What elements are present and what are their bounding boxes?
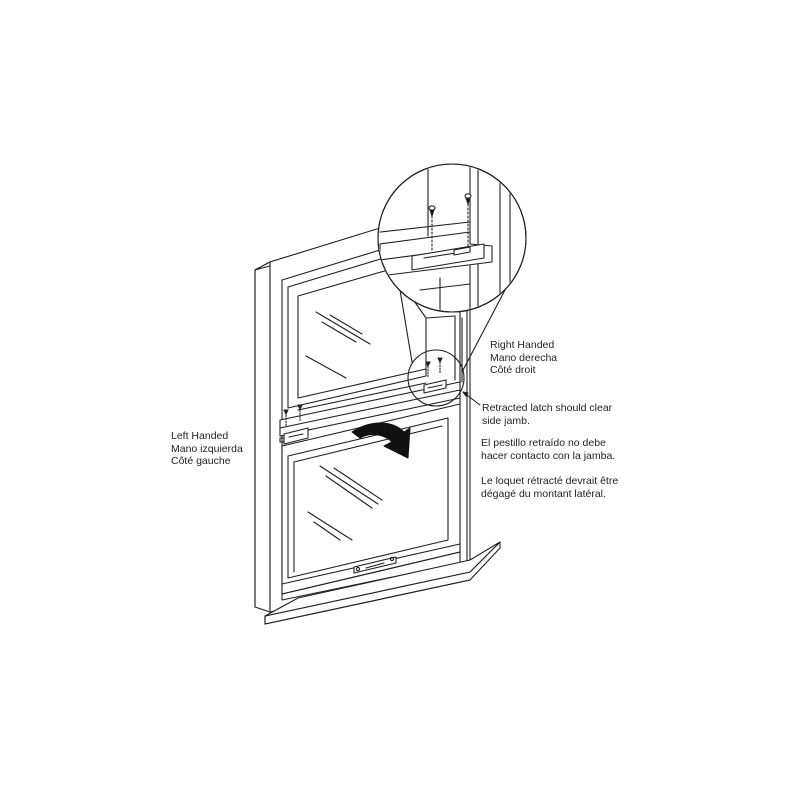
sash-lock-icon: [353, 556, 397, 574]
right-latch: [423, 357, 447, 394]
right-handed-en: Right Handed: [490, 339, 555, 351]
note-fr-line-2: dégagé du montant latéral.: [481, 487, 606, 500]
upper-sash: [287, 257, 463, 409]
note-spanish: El pestillo retraído no debe hacer conta…: [481, 437, 615, 462]
note-es-line-2: hacer contacto con la jamba.: [481, 449, 616, 462]
left-handed-es: Mano izquierda: [171, 442, 243, 455]
tilt-arrow-icon: [351, 422, 411, 459]
note-french: Le loquet rétracté devrait être dégagé d…: [481, 475, 618, 500]
screw-icon: [283, 404, 303, 415]
meeting-rail: [279, 381, 461, 437]
note-fr-line-1: Le loquet rétracté devrait être: [481, 475, 619, 487]
callout-connector: [461, 289, 506, 373]
note-en-line-1: Retracted latch should clear: [482, 402, 613, 414]
callout-connector: [399, 289, 413, 363]
lower-sash: [281, 403, 461, 595]
right-handed-label: Right Handed Mano derecha Côté droit: [490, 339, 557, 377]
note-en-line-2: side jamb.: [482, 414, 530, 427]
right-handed-es: Mano derecha: [490, 351, 558, 364]
note-english: Retracted latch should clear side jamb.: [482, 402, 612, 427]
right-handed-fr: Côté droit: [490, 364, 536, 376]
left-handed-label: Left Handed Mano izquierda Côté gauche: [171, 430, 243, 468]
screw-icon: [428, 193, 472, 217]
callout-circle-small: [407, 349, 465, 407]
magnified-detail: [377, 163, 527, 313]
left-handed-en: Left Handed: [171, 430, 229, 442]
left-handed-fr: Côté gauche: [171, 455, 231, 467]
left-latch: [279, 409, 309, 445]
note-es-line-1: El pestillo retraído no debe: [481, 437, 606, 449]
window-sill: [264, 541, 501, 625]
